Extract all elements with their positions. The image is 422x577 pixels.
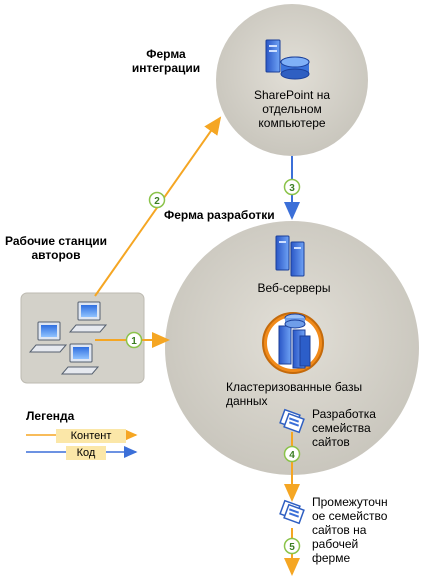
- sharepoint-server-icon: [265, 39, 310, 80]
- web-servers-label: Веб-серверы: [257, 281, 331, 295]
- web-servers-icon: [275, 235, 305, 277]
- workstation-icon: [28, 321, 68, 353]
- dev-farm-label: Ферма разработки: [164, 208, 275, 222]
- svg-text:1: 1: [131, 336, 137, 347]
- clustered-db-label: Кластеризованные базы данных: [226, 380, 363, 408]
- workstations-box: [20, 292, 145, 384]
- step-badge-2: 2: [148, 191, 166, 209]
- step-badge-3: 3: [283, 178, 301, 196]
- site-collection-dev-icon: [279, 408, 305, 434]
- svg-text:4: 4: [289, 450, 295, 461]
- integration-farm-circle: [216, 4, 368, 156]
- workstation-icon: [68, 301, 108, 333]
- step-badge-1: 1: [125, 331, 143, 349]
- step-badge-4: 4: [283, 445, 301, 463]
- legend-title: Легенда: [26, 409, 75, 423]
- svg-text:2: 2: [154, 196, 160, 207]
- clustered-database-icon: [262, 312, 324, 374]
- svg-text:3: 3: [289, 183, 295, 194]
- step-badge-5: 5: [283, 537, 301, 555]
- intermediate-site-collection-label: Промежуточн ое семейство сайтов на рабоч…: [312, 495, 388, 565]
- legend-code-label: Код: [66, 446, 106, 460]
- sharepoint-standalone-label: SharePoint на отдельном компьютере: [253, 88, 330, 130]
- site-collection-intermediate-icon: [279, 499, 305, 525]
- site-collection-dev-label: Разработка семейства сайтов: [312, 407, 376, 449]
- legend-content-label: Контент: [56, 429, 126, 443]
- author-workstations-label: Рабочие станции авторов: [5, 234, 107, 262]
- integration-farm-label: Ферма интеграции: [131, 47, 201, 75]
- svg-text:5: 5: [289, 542, 295, 553]
- workstation-icon: [60, 343, 100, 375]
